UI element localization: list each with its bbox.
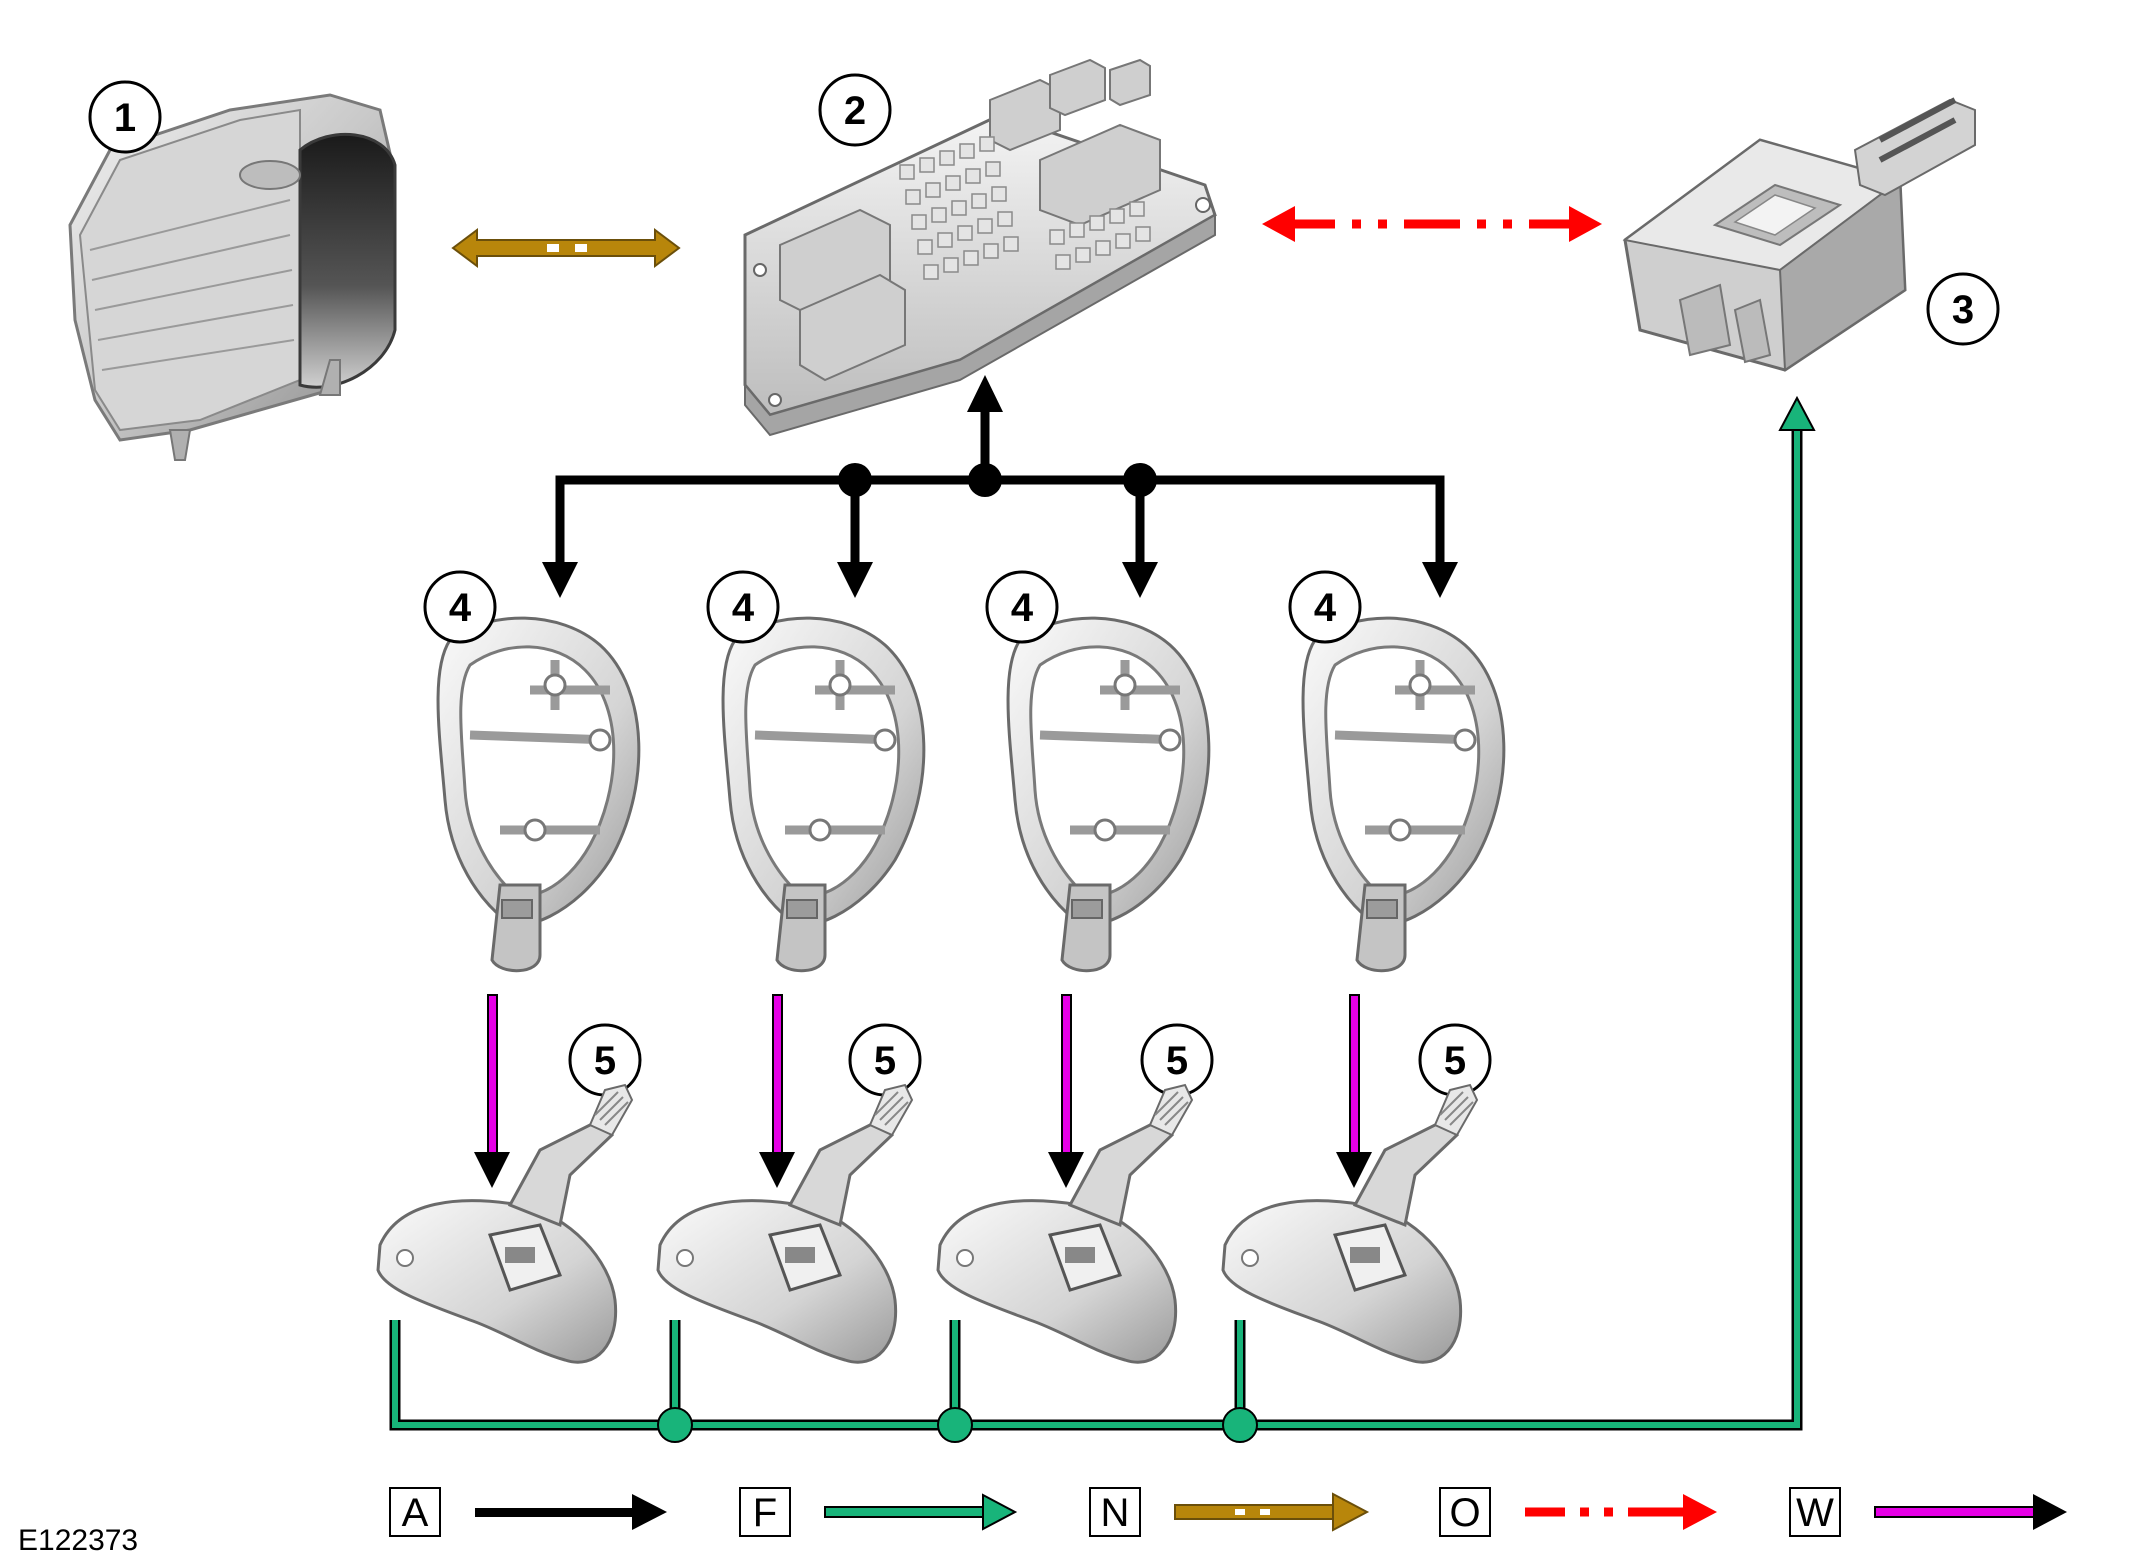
medium-can-link <box>451 228 681 268</box>
callout-2: 2 <box>818 73 892 147</box>
callout-5c-label: 5 <box>1166 1039 1188 1083</box>
callout-4d: 4 <box>1288 570 1362 644</box>
legend-key-f: F <box>753 1491 777 1535</box>
callout-5d-label: 5 <box>1444 1039 1466 1083</box>
arrow-high-can-icon <box>1525 1494 1717 1530</box>
callout-2-label: 2 <box>844 89 866 133</box>
initiator-2 <box>721 616 926 973</box>
callout-4d-label: 4 <box>1314 586 1337 630</box>
callout-5a: 5 <box>568 1023 642 1097</box>
legend-key-a: A <box>402 1491 429 1535</box>
callout-1: 1 <box>88 80 162 154</box>
tpms-sensor-3 <box>936 1083 1194 1364</box>
callout-3: 3 <box>1926 272 2000 346</box>
callout-5b-label: 5 <box>874 1039 896 1083</box>
initiator-4 <box>1301 616 1506 973</box>
hardwired-arrowheads <box>542 375 1458 598</box>
tpms-sensor-2 <box>656 1083 914 1364</box>
tpms-sensor-4 <box>1221 1083 1479 1364</box>
initiator-3 <box>1006 616 1211 973</box>
legend-item-f: F <box>739 1487 1018 1537</box>
tpms-sensor-1 <box>376 1083 634 1364</box>
legend-key-w: W <box>1796 1491 1834 1535</box>
arrow-lf-icon <box>1874 1494 2067 1530</box>
legend: A F N O <box>389 1487 2067 1537</box>
callout-5a-label: 5 <box>594 1039 616 1083</box>
callout-4c: 4 <box>985 570 1059 644</box>
legend-item-n: N <box>1089 1487 1370 1537</box>
callout-4a-label: 4 <box>449 586 472 630</box>
legend-key-o: O <box>1449 1491 1480 1535</box>
callout-4b-label: 4 <box>732 586 755 630</box>
legend-item-w: W <box>1789 1487 2067 1537</box>
legend-key-n: N <box>1101 1491 1130 1535</box>
callout-1-label: 1 <box>114 96 136 140</box>
central-junction-box <box>743 58 1217 437</box>
legend-item-a: A <box>389 1487 667 1537</box>
callout-5b: 5 <box>848 1023 922 1097</box>
callout-4a: 4 <box>423 570 497 644</box>
legend-item-o: O <box>1439 1487 1717 1537</box>
instrument-cluster <box>68 93 397 461</box>
callout-3-label: 3 <box>1952 288 1974 332</box>
callout-5d: 5 <box>1418 1023 1492 1097</box>
arrow-rf-icon <box>824 1493 1018 1531</box>
diagram-reference-code: E122373 <box>18 1524 138 1557</box>
arrow-medium-can-icon <box>1174 1492 1370 1532</box>
rf-receiver <box>1622 97 1976 372</box>
callout-5c: 5 <box>1140 1023 1214 1097</box>
high-can-link <box>1262 206 1602 242</box>
initiator-1 <box>436 616 641 973</box>
callout-4c-label: 4 <box>1011 586 1034 630</box>
rf-bus <box>389 395 1816 1443</box>
arrow-hardwired-icon <box>475 1494 667 1530</box>
callout-4b: 4 <box>706 570 780 644</box>
lf-arrowheads <box>474 1152 1372 1188</box>
